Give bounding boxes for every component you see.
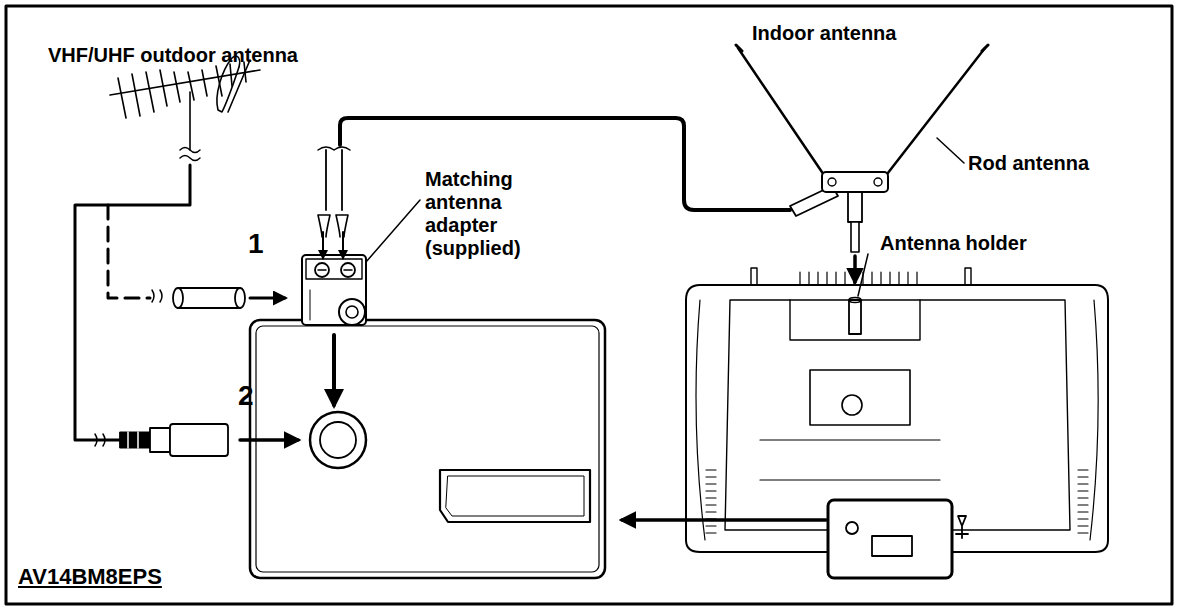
- vent-fin: [835, 272, 836, 285]
- part-label: Antenna holder: [880, 232, 1027, 255]
- vent-fin: [706, 490, 716, 491]
- vent-fin: [706, 497, 716, 498]
- vent-fin: [1078, 490, 1088, 491]
- vent-fin: [898, 272, 899, 285]
- vent-fin: [1078, 497, 1088, 498]
- vent-fin: [808, 272, 809, 285]
- vent-fin: [706, 469, 716, 470]
- vent-fin: [1078, 511, 1088, 512]
- vent-fin: [706, 525, 716, 526]
- vent-fin: [706, 504, 716, 505]
- vent-fin: [1078, 483, 1088, 484]
- callout-number: 2: [238, 380, 254, 412]
- vent-fin: [706, 532, 716, 533]
- vent-fin: [706, 476, 716, 477]
- vent-fin: [826, 272, 827, 285]
- vent-fin: [1078, 469, 1088, 470]
- vent-fin: [706, 483, 716, 484]
- vent-fin: [817, 272, 818, 285]
- vent-fin: [1078, 504, 1088, 505]
- vent-fin: [880, 272, 881, 285]
- part-label: Rod antenna: [968, 152, 1089, 175]
- vent-fin: [1078, 525, 1088, 526]
- vent-fin: [1078, 518, 1088, 519]
- vent-fin: [844, 272, 845, 285]
- part-label: VHF/UHF outdoor antenna: [48, 44, 298, 67]
- vent-fin: [907, 272, 908, 285]
- callout-number: 1: [248, 228, 264, 260]
- vent-fin: [1078, 476, 1088, 477]
- vent-fin: [853, 272, 854, 285]
- vent-fin: [799, 272, 800, 285]
- part-label: Matching antenna adapter (supplied): [425, 168, 555, 260]
- part-label: Indoor antenna: [752, 22, 896, 45]
- vent-fin: [706, 511, 716, 512]
- vent-fin: [871, 272, 872, 285]
- vent-fin: [916, 272, 917, 285]
- model-number: AV14BM8EPS: [18, 564, 162, 589]
- vent-fin: [862, 272, 863, 285]
- vent-fin: [1078, 532, 1088, 533]
- vent-fin: [889, 272, 890, 285]
